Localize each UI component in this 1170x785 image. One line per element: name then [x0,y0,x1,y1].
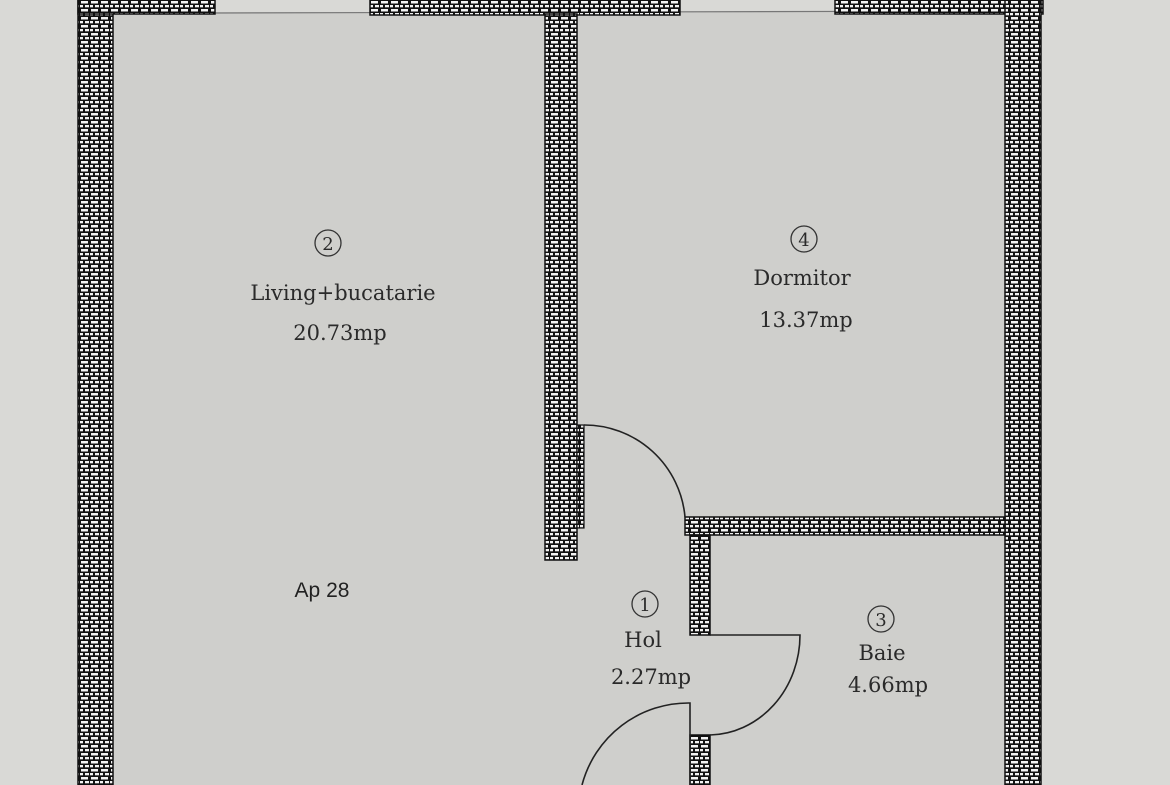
room-baie: 3 Baie 4.66mp [848,605,928,697]
wall-center [544,13,578,561]
room-area: 20.73mp [293,321,386,345]
room-area: 4.66mp [848,673,928,697]
door-entrance [581,702,691,785]
room-number: 4 [798,230,809,251]
room-hol: 1 Hol 2.27mp [611,590,691,689]
wall-dormitor-baie [684,516,1006,536]
wall-left [77,0,114,785]
room-name: Dormitor [753,266,851,290]
walls [77,0,1044,785]
room-living: 2 Living+bucatarie 20.73mp [250,229,436,345]
wall-top-middle [369,0,681,16]
wall-baie-lower [689,734,711,785]
wall-right [1004,0,1042,785]
room-number: 3 [875,610,886,631]
room-area: 13.37mp [759,308,852,332]
apartment-label: Ap 28 [295,579,350,602]
room-name: Living+bucatarie [250,281,435,305]
room-name: Baie [858,641,905,665]
room-dormitor: 4 Dormitor 13.37mp [753,225,853,332]
room-number: 2 [322,234,333,255]
wall-top-right [834,0,1044,15]
wall-top-left [77,0,216,15]
room-number: 1 [639,595,650,616]
door-baie [709,634,801,736]
door-dormitor [583,424,686,518]
room-name: Hol [624,628,662,652]
wall-baie-upper [689,534,711,636]
door-jamb [576,424,585,529]
room-area: 2.27mp [611,665,691,689]
